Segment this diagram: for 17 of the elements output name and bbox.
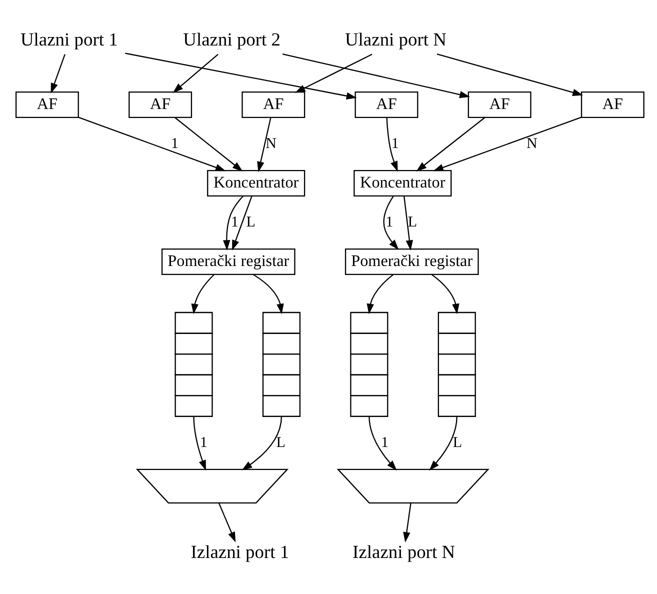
edge-label: 1 bbox=[386, 214, 394, 230]
node-text: Ulazni port N bbox=[344, 29, 446, 50]
edge-label: L bbox=[452, 434, 462, 450]
node-text: Ulazni port 2 bbox=[183, 29, 281, 50]
edge-label: 1 bbox=[200, 434, 208, 450]
edge-label: 1 bbox=[391, 135, 399, 152]
edge-label: N bbox=[526, 135, 538, 152]
edge-label: N bbox=[266, 135, 277, 152]
node-text: Izlazni port N bbox=[352, 542, 456, 562]
edge-label: 1 bbox=[170, 135, 178, 152]
edge-label: L bbox=[276, 434, 286, 450]
edge-label: 1 bbox=[230, 214, 238, 230]
edge-label: L bbox=[408, 214, 418, 230]
edge-label: 1 bbox=[381, 434, 389, 450]
node-text: Izlazni port 1 bbox=[190, 542, 290, 562]
edge-label: L bbox=[246, 214, 256, 230]
node-text: Ulazni port 1 bbox=[20, 29, 118, 50]
